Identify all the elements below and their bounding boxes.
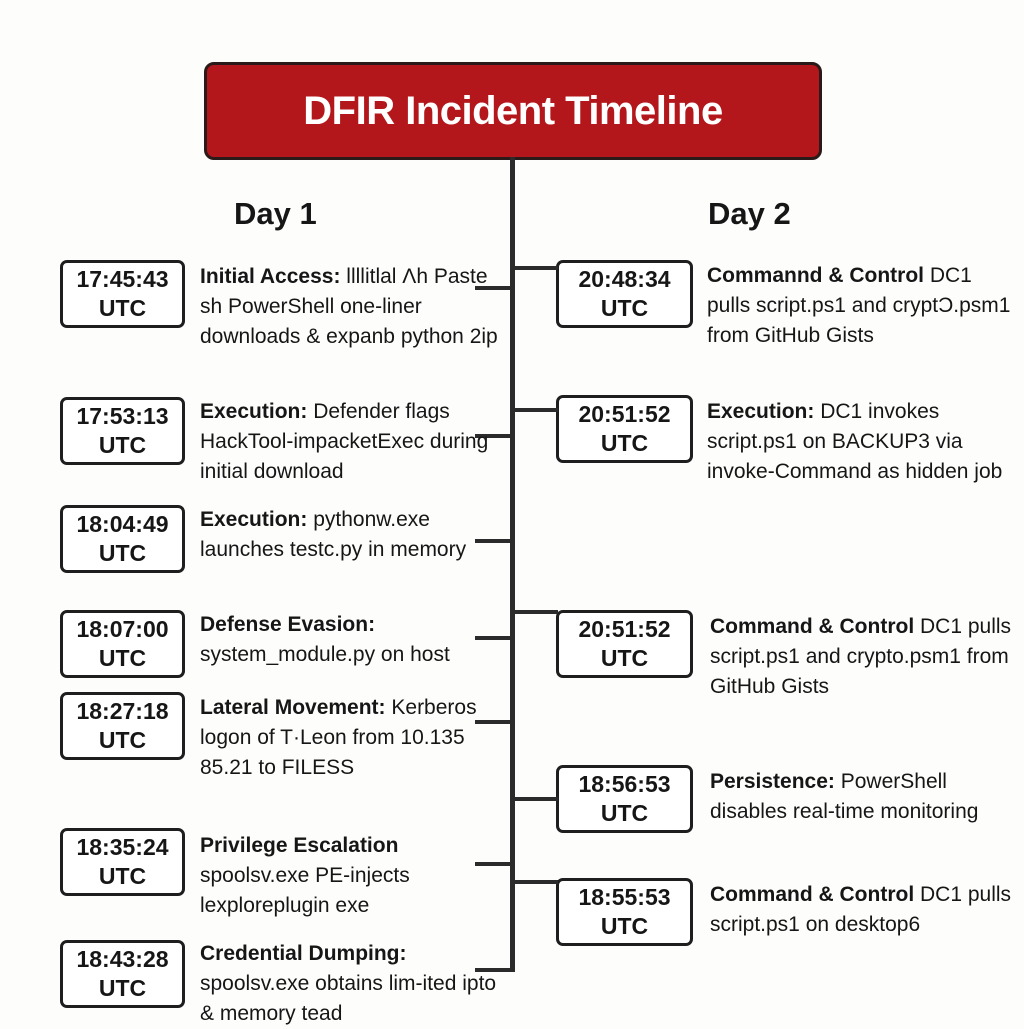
timestamp-tz: UTC bbox=[98, 645, 147, 671]
event-text: system_module.py on host bbox=[200, 643, 450, 666]
timeline-connector bbox=[475, 636, 510, 640]
event-category: Lateral Movement: bbox=[200, 696, 386, 719]
timestamp-tz: UTC bbox=[600, 295, 649, 321]
timestamp-tz: UTC bbox=[600, 800, 649, 826]
timestamp-tz: UTC bbox=[600, 430, 649, 456]
event-category: Command & Control bbox=[710, 883, 915, 906]
timeline-connector bbox=[515, 880, 558, 884]
event-text: llllitlal Ʌh Paste sh PowerShell one-lin… bbox=[200, 265, 498, 348]
day1-heading: Day 1 bbox=[234, 196, 317, 231]
event-text: DC1 invokes script.ps1 on BACKUP3 via in… bbox=[707, 400, 1003, 483]
timestamp-tz: UTC bbox=[98, 432, 147, 458]
timeline-spine bbox=[510, 157, 515, 972]
event-text: DC1 pulls script.ps1 and cryptƆ.psm1 fro… bbox=[707, 264, 1011, 347]
event-description: Execution: pythonw.exe launches testc.py… bbox=[200, 505, 505, 565]
timeline-connector bbox=[515, 797, 558, 801]
timeline-connector bbox=[515, 610, 558, 614]
event-category: Commannd & Control bbox=[707, 264, 924, 287]
event-category: Execution: bbox=[200, 508, 308, 531]
timestamp-tz: UTC bbox=[98, 727, 147, 753]
timestamp-time: 18:27:18 bbox=[76, 698, 169, 724]
timeline-connector bbox=[475, 434, 510, 438]
event-description: Execution: Defender flags HackTool-impac… bbox=[200, 397, 505, 487]
event-category: Persistence: bbox=[710, 770, 835, 793]
timeline-connector bbox=[475, 286, 510, 290]
event-description: Privilege Escalation spoolsv.exe PE-inje… bbox=[200, 831, 505, 921]
timestamp-time: 18:55:53 bbox=[578, 884, 671, 910]
event-description: Command & Control DC1 pulls script.ps1 o… bbox=[710, 880, 1018, 940]
event-description: Lateral Movement: Kerberos logon of T·Le… bbox=[200, 693, 505, 783]
event-category: Defense Evasion: bbox=[200, 613, 376, 636]
timestamp-tz: UTC bbox=[600, 645, 649, 671]
timestamp-tz: UTC bbox=[98, 975, 147, 1001]
event-text: PowerShell disables real-time monitoring bbox=[710, 770, 979, 823]
timeline-connector bbox=[475, 862, 510, 866]
timestamp-tz: UTC bbox=[98, 863, 147, 889]
event-category: Credential Dumping: bbox=[200, 942, 407, 965]
timestamp-tz: UTC bbox=[98, 295, 147, 321]
timeline-title: DFIR Incident Timeline bbox=[204, 62, 822, 160]
event-category: Execution: bbox=[707, 400, 815, 423]
timestamp-time: 18:04:49 bbox=[76, 511, 169, 537]
timestamp-time: 18:07:00 bbox=[76, 616, 169, 642]
timestamp-tz: UTC bbox=[98, 540, 147, 566]
event-description: Persistence: PowerShell disables real-ti… bbox=[710, 767, 1018, 827]
timestamp-time: 17:53:13 bbox=[76, 403, 169, 429]
event-category: Privilege Escalation bbox=[200, 834, 399, 857]
timestamp-time: 20:51:52 bbox=[578, 616, 671, 642]
event-category: Command & Control bbox=[710, 615, 915, 638]
timestamp-time: 18:56:53 bbox=[578, 771, 671, 797]
event-text: Kerberos logon of T·Leon from 10.135 85.… bbox=[200, 696, 477, 779]
event-description: Defense Evasion: system_module.py on hos… bbox=[200, 610, 505, 670]
day2-heading: Day 2 bbox=[708, 196, 791, 231]
timeline-connector bbox=[475, 720, 510, 724]
event-category: Initial Access: bbox=[200, 265, 341, 288]
event-text: DC1 pulls script.ps1 on desktop6 bbox=[710, 883, 1012, 936]
timeline-connector bbox=[515, 408, 558, 412]
timestamp-time: 20:51:52 bbox=[578, 401, 671, 427]
event-description: Commannd & Control DC1 pulls script.ps1 … bbox=[707, 261, 1015, 351]
event-description: Credential Dumping: spoolsv.exe obtains … bbox=[200, 939, 505, 1029]
event-description: Execution: DC1 invokes script.ps1 on BAC… bbox=[707, 397, 1015, 487]
timeline-connector bbox=[475, 968, 510, 972]
timestamp-time: 20:48:34 bbox=[578, 266, 671, 292]
timestamp-time: 17:45:43 bbox=[76, 266, 169, 292]
event-text: pythonw.exe launches testc.py in memory bbox=[200, 508, 467, 561]
timestamp-time: 18:43:28 bbox=[76, 946, 169, 972]
timeline-connector bbox=[515, 266, 558, 270]
event-text: spoolsv.exe obtains lim-ited ipto & memo… bbox=[200, 972, 497, 1025]
event-description: Initial Access: llllitlal Ʌh Paste sh Po… bbox=[200, 262, 505, 352]
timestamp-time: 18:35:24 bbox=[76, 834, 169, 860]
event-description: Command & Control DC1 pulls script.ps1 a… bbox=[710, 612, 1018, 702]
timestamp-tz: UTC bbox=[600, 913, 649, 939]
timeline-connector bbox=[475, 539, 510, 543]
event-text: DC1 pulls script.ps1 and crypto.psm1 fro… bbox=[710, 615, 1012, 698]
event-text: Defender flags HackTool-impacketExec dur… bbox=[200, 400, 489, 483]
event-category: Execution: bbox=[200, 400, 308, 423]
event-text: spoolsv.exe PE-injects lexploreplugin ex… bbox=[200, 864, 410, 917]
